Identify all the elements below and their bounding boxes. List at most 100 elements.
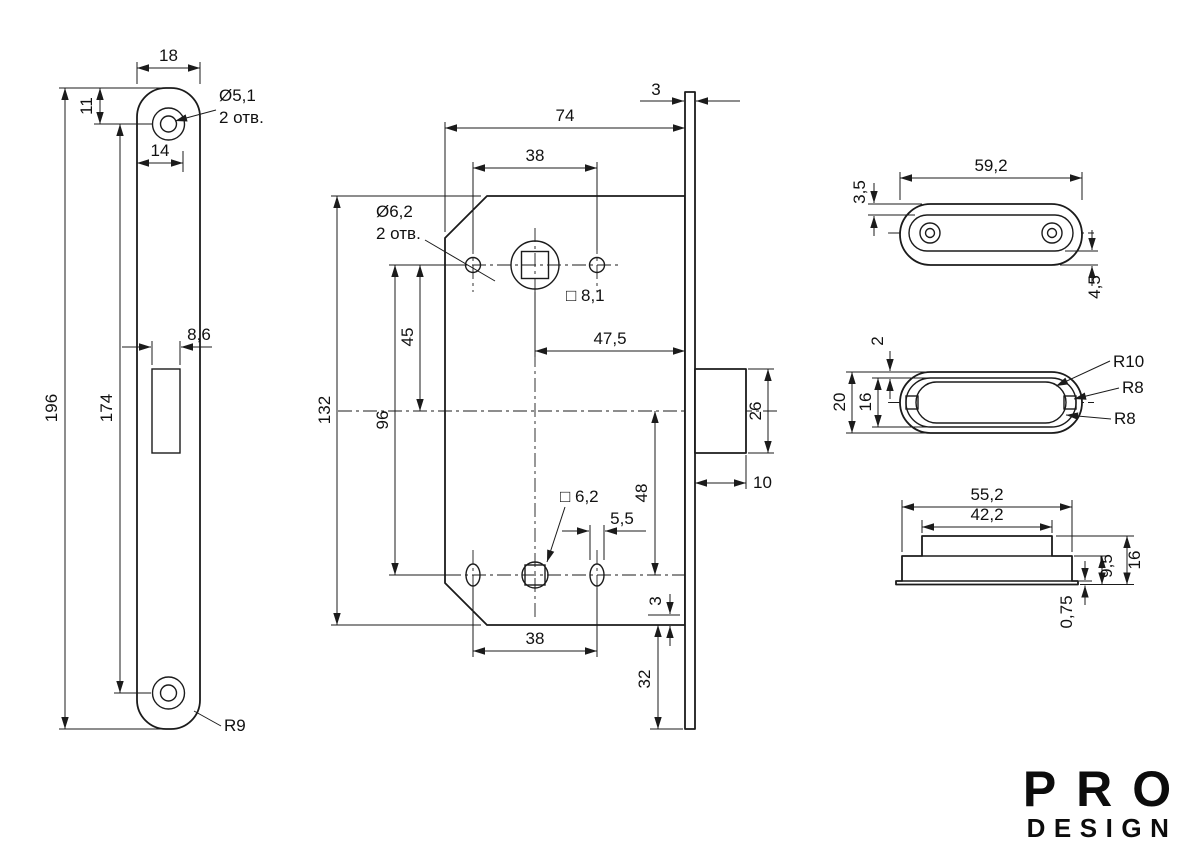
dim-text: 3: [646, 596, 665, 605]
dim-strike-rim-bottom: 4,5: [1060, 230, 1104, 299]
dim-row-spacing: 96: [373, 265, 447, 576]
screw-hole-counterbore: [151, 107, 186, 141]
dim-text: 38: [526, 629, 545, 648]
dim-text: 14: [151, 141, 170, 160]
faceplate-front-view: 18 11 14 8,6 174: [42, 46, 264, 735]
spindle-square-hole: [520, 250, 550, 280]
note-spindle-square: □ 8,1: [566, 286, 605, 305]
note-radius-r8-outer: R8: [1065, 409, 1136, 428]
screw-hole: [159, 684, 178, 702]
dim-edge-gap: 3: [646, 594, 680, 646]
dim-text: 4,5: [1085, 275, 1104, 299]
leader-line: [546, 506, 566, 563]
note-radius-r8-mid: R8: [1073, 378, 1144, 400]
strike-screw-hole: [1041, 222, 1063, 244]
strike-outer-outline: [899, 203, 1083, 266]
lower-square-hole: [524, 564, 546, 586]
brand-logo-line1: PRO: [1023, 761, 1191, 817]
lock-body-side-view: 3 74 38 Ø6,2 2 отв. □ 8,1 47,5: [315, 80, 778, 730]
dim-lower-offset: 48: [632, 411, 659, 575]
dim-text: 59,2: [974, 156, 1007, 175]
dim-text: 9,5: [1097, 554, 1116, 578]
leader-line: [1055, 360, 1111, 387]
screw-hole: [159, 115, 178, 133]
dim-case-height: 132: [315, 195, 481, 626]
leader-line: [1065, 412, 1112, 420]
spindle-boss: [510, 240, 560, 290]
dim-text: 10: [753, 473, 772, 492]
lower-slot-hole: [589, 563, 605, 587]
faceplate-outline: [136, 87, 201, 730]
lower-slot-hole: [465, 563, 481, 587]
dim-axis-offset: 45: [389, 264, 466, 411]
faceplate-edge-view: [684, 91, 696, 730]
dim-slot-width: 5,5: [562, 509, 646, 560]
lower-boss: [521, 561, 549, 589]
dim-text: 196: [42, 394, 61, 422]
note-text: 2 отв.: [376, 224, 421, 243]
note-text: Ø6,2: [376, 202, 413, 221]
dim-text: 2: [868, 336, 887, 345]
dim-plate-thickness: 3: [640, 80, 740, 105]
strike-plate-front-view: 59,2 3,5 4,5: [850, 156, 1104, 299]
leader-line: [174, 109, 217, 122]
dim-text: 16: [1125, 551, 1144, 570]
strike-plate-back-view: 2 20 16 R10 R8 R8: [830, 336, 1144, 434]
dim-bottom-hole-spacing: 38: [472, 588, 598, 657]
dim-body-depth: 74: [444, 106, 685, 232]
strike-screw-hole-inner: [1046, 227, 1058, 239]
brand-logo: PRO DESIGN: [1023, 761, 1191, 843]
dim-text: 20: [830, 393, 849, 412]
note-text: R10: [1113, 352, 1144, 371]
dim-latch-height: 26: [746, 368, 774, 454]
dim-top-hole-spacing: 38: [472, 146, 598, 250]
strike-inner-recess: [908, 214, 1074, 252]
note-corner-radius: R9: [193, 710, 246, 735]
dim-magnet-height: 20: [830, 372, 930, 434]
dim-faceplate-width: 18: [136, 46, 201, 84]
dim-section-flange-thickness: 0,75: [1057, 561, 1092, 629]
dim-latch-throw: 10: [695, 455, 772, 492]
dim-text: 38: [526, 146, 545, 165]
magnet-end-notch: [905, 395, 919, 410]
dim-magnet-inner-height: 16: [856, 378, 930, 428]
dim-text: 174: [97, 394, 116, 422]
dim-section-total-height: 16: [1056, 535, 1144, 585]
dim-section-body-height: 9,5: [1074, 554, 1116, 585]
latch-bolt: [694, 368, 747, 454]
dim-hole-spacing: 174: [97, 124, 151, 694]
note-text: R8: [1122, 378, 1144, 397]
dim-text: 47,5: [593, 329, 626, 348]
dim-backset: 47,5: [534, 292, 685, 357]
note-text: □ 6,2: [560, 487, 599, 506]
strike-screw-hole: [919, 222, 941, 244]
dim-text: 132: [315, 396, 334, 424]
dim-text: 0,75: [1057, 595, 1076, 628]
dim-strike-rim-top: 3,5: [850, 180, 922, 236]
dim-text: 26: [746, 402, 765, 421]
screw-hole-counterbore: [151, 676, 186, 710]
magnet-end-notch: [1063, 395, 1077, 410]
dim-text: 5,5: [610, 509, 634, 528]
dim-text: 8,6: [187, 325, 211, 344]
note-lower-square: □ 6,2: [546, 487, 599, 563]
dim-text: 3,5: [850, 180, 869, 204]
dim-text: 74: [556, 106, 575, 125]
dim-text: 55,2: [970, 485, 1003, 504]
dim-text: 16: [856, 393, 875, 412]
dim-text: 45: [398, 328, 417, 347]
fixing-hole: [588, 256, 606, 274]
note-radius-r10: R10: [1055, 352, 1144, 387]
note-text: R8: [1114, 409, 1136, 428]
magnet-cavity: [915, 381, 1067, 424]
magnet-outer-outline: [899, 371, 1083, 434]
dim-case-offset: 14: [137, 141, 184, 172]
note-text: Ø5,1: [219, 86, 256, 105]
leader-line: [193, 710, 222, 727]
dim-strike-width: 59,2: [899, 156, 1083, 200]
note-screw-holes: Ø5,1 2 отв.: [174, 86, 264, 127]
brand-logo-line2: DESIGN: [1027, 813, 1178, 843]
dim-plate-overhang: 32: [635, 625, 683, 730]
